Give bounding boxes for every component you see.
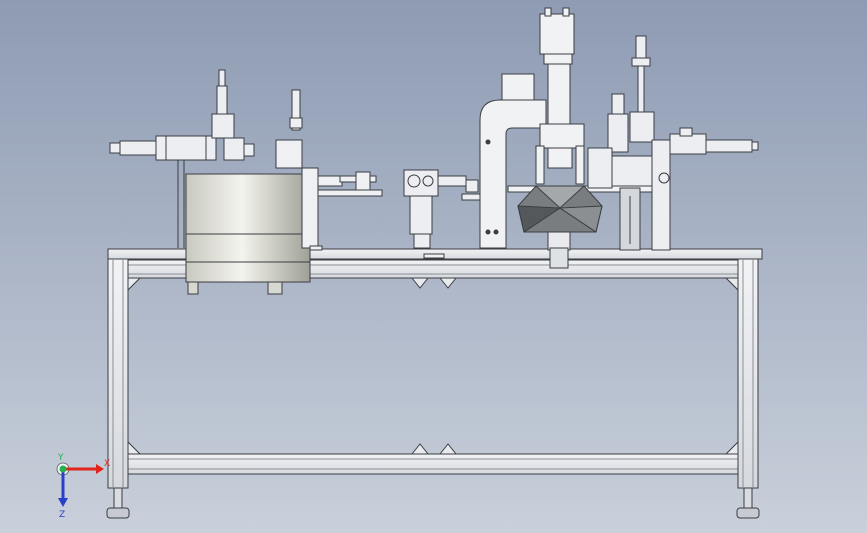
table-fixtures xyxy=(309,245,445,259)
triad-z-label: Z xyxy=(59,510,65,520)
right-tooling-station xyxy=(587,35,759,251)
feeder-track xyxy=(275,89,383,249)
right-leg xyxy=(737,258,759,489)
c-frame-press xyxy=(479,7,659,249)
right-foot-pad xyxy=(736,507,760,519)
left-cylinder-assembly xyxy=(109,69,255,248)
left-leg xyxy=(107,258,129,489)
triad-x-label: X xyxy=(104,459,110,469)
vibratory-bowl-drum xyxy=(185,173,311,295)
hopper-funnel xyxy=(517,185,603,269)
center-gearbox-station xyxy=(403,169,487,249)
lower-beam xyxy=(125,453,741,475)
left-foot-pad xyxy=(106,507,130,519)
right-foot-stem xyxy=(743,487,753,509)
left-foot-stem xyxy=(113,487,123,509)
coordinate-triad: X Y Z xyxy=(56,453,110,520)
triad-y-label: Y xyxy=(57,453,64,463)
